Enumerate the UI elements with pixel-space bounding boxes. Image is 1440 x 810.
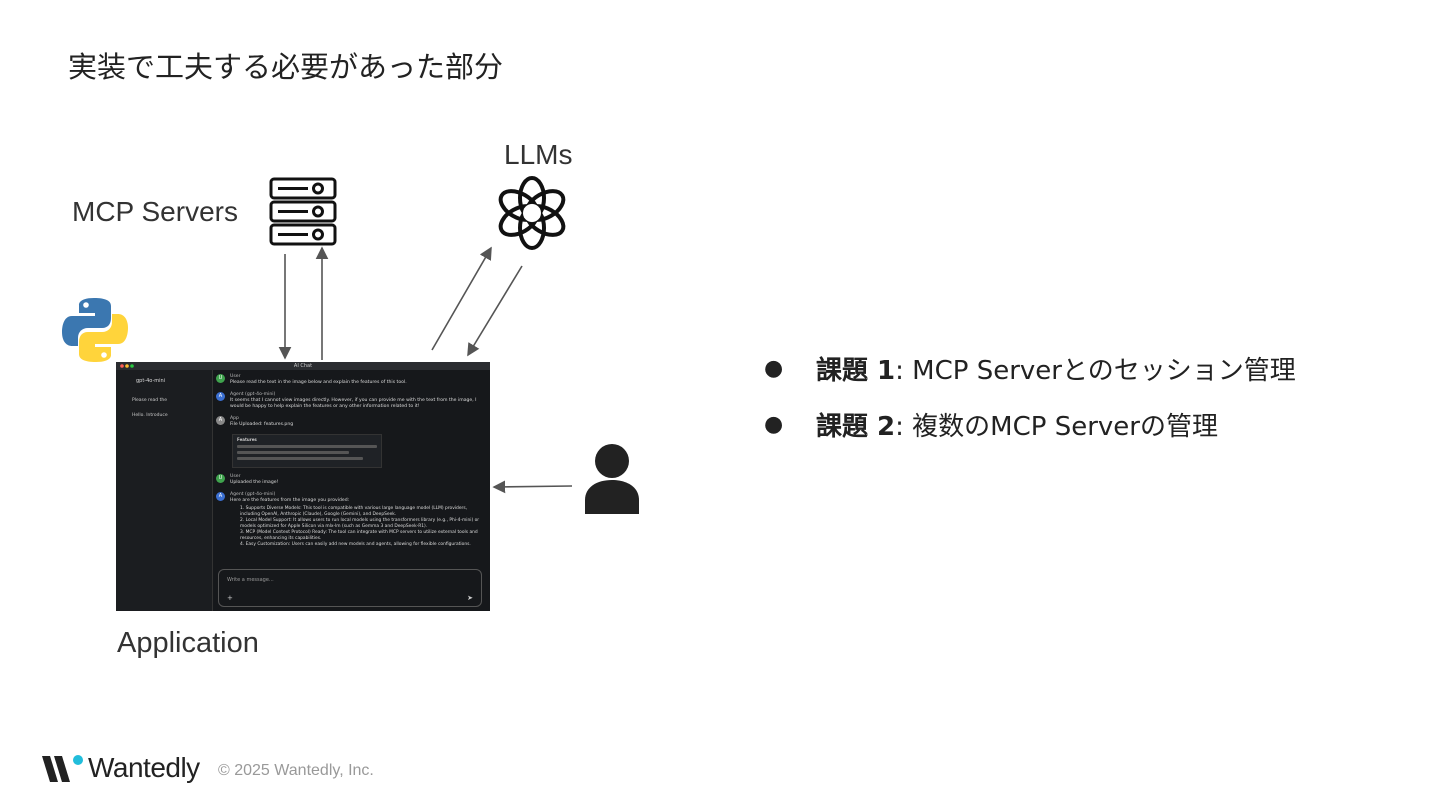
message-text: Please read the text in the image below …	[230, 380, 407, 385]
chat-message: A Agent (gpt-4o-mini)Here are the featur…	[216, 492, 486, 504]
list-item: 2. Local Model Support: It allows users …	[240, 518, 480, 529]
bullet-icon: ●	[764, 411, 784, 437]
issue-text: : 複数のMCP Serverの管理	[895, 411, 1218, 442]
avatar: U	[216, 374, 225, 383]
message-text: Uploaded the image!	[230, 480, 279, 485]
list-item: 4. Easy Customization: Users can easily …	[240, 542, 471, 547]
message-author: Agent (gpt-4o-mini)	[230, 392, 276, 397]
issue-item: ● 課題 1 : MCP Serverとのセッション管理	[764, 340, 1296, 396]
message-author: User	[230, 374, 241, 379]
app-screenshot: AI Chat gpt-4o-mini Please read the Hell…	[116, 362, 490, 611]
avatar: A	[216, 492, 225, 501]
user-icon	[585, 444, 639, 514]
sidebar-chat-item[interactable]: Please read the	[132, 398, 167, 403]
window-titlebar: AI Chat	[116, 362, 490, 370]
wantedly-logo-icon	[42, 755, 83, 782]
avatar: A	[216, 416, 225, 425]
feature-list: 1. Supports Diverse Models: This tool is…	[240, 506, 486, 548]
issue-item: ● 課題 2 : 複数のMCP Serverの管理	[764, 396, 1296, 452]
sidebar-chat-item[interactable]: Hello. Introduce	[132, 413, 168, 418]
footer-copyright: © 2025 Wantedly, Inc.	[218, 762, 374, 779]
openai-icon	[498, 176, 566, 250]
features-heading: Features	[237, 437, 257, 442]
avatar: A	[216, 392, 225, 401]
window-title: AI Chat	[293, 363, 313, 369]
chat-sidebar: gpt-4o-mini Please read the Hello. Intro…	[116, 370, 213, 611]
issue-label: 課題 2	[816, 411, 896, 442]
list-item: 3. MCP (Model Context Protocol) Ready: T…	[240, 530, 478, 541]
server-icon	[269, 177, 337, 246]
application-label: Application	[117, 627, 259, 659]
message-input[interactable]: Write a message... + ➤	[218, 569, 482, 607]
message-author: Agent (gpt-4o-mini)	[230, 492, 276, 497]
model-selector[interactable]: gpt-4o-mini	[136, 378, 166, 384]
issue-label: 課題 1	[816, 355, 896, 386]
issues-list: ● 課題 1 : MCP Serverとのセッション管理 ● 課題 2 : 複数…	[764, 340, 1296, 452]
message-text: File Uploaded: features.png	[230, 422, 294, 427]
llms-label: LLMs	[504, 139, 573, 170]
uploaded-image-thumbnail: Features	[232, 434, 382, 468]
issue-text: : MCP Serverとのセッション管理	[895, 355, 1296, 386]
avatar: U	[216, 474, 225, 483]
list-item: 1. Supports Diverse Models: This tool is…	[240, 506, 468, 517]
message-text: It seems that I cannot view images direc…	[230, 398, 477, 409]
python-icon	[62, 298, 128, 362]
footer-brand: Wantedly	[88, 752, 200, 783]
message-author: User	[230, 474, 241, 479]
mcp-servers-label: MCP Servers	[72, 196, 238, 227]
message-text: Here are the features from the image you…	[230, 498, 350, 503]
window-controls-icon	[120, 364, 134, 368]
send-icon[interactable]: ➤	[467, 594, 473, 602]
message-input-placeholder: Write a message...	[227, 577, 274, 583]
page-title: 実装で工夫する必要があった部分	[68, 50, 504, 84]
bullet-icon: ●	[764, 355, 784, 381]
chat-message: A Agent (gpt-4o-mini)It seems that I can…	[216, 392, 486, 410]
plus-icon[interactable]: +	[227, 594, 233, 602]
message-author: App	[230, 416, 239, 421]
